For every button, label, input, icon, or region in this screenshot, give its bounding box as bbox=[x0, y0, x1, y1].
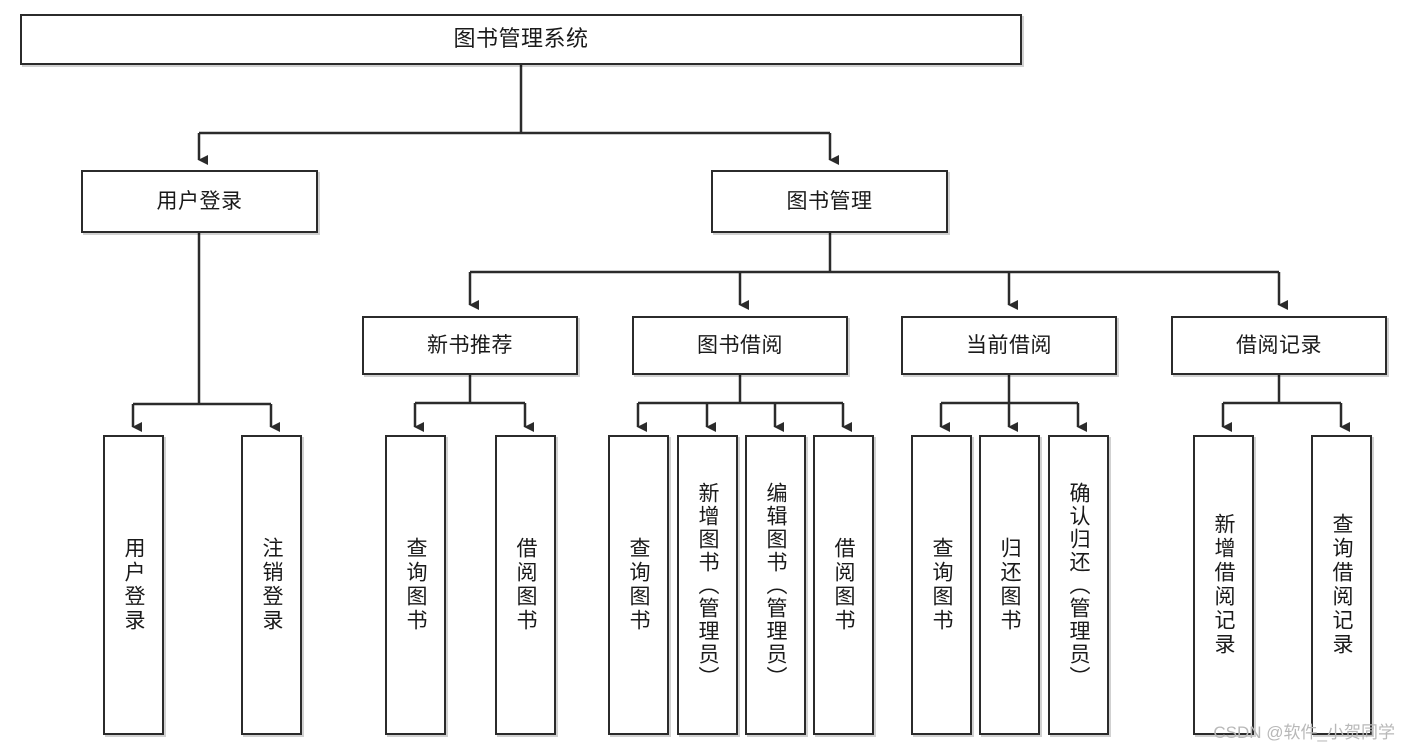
node-leaf-query-borrow-record-label: 查询借阅记录 bbox=[1330, 513, 1353, 657]
node-leaf-query-book-2-label: 查询图书 bbox=[627, 537, 650, 633]
node-leaf-query-book-3[interactable]: 查询图书 bbox=[911, 435, 972, 735]
node-leaf-user-login[interactable]: 用户登录 bbox=[103, 435, 164, 735]
node-leaf-confirm-return-admin-label: 确认归还（管理员） bbox=[1067, 481, 1090, 689]
node-leaf-query-book-2[interactable]: 查询图书 bbox=[608, 435, 669, 735]
node-leaf-add-book-admin-label: 新增图书（管理员） bbox=[696, 481, 719, 689]
node-leaf-edit-book-admin-label: 编辑图书（管理员） bbox=[764, 481, 787, 689]
node-new-book-recommend-label: 新书推荐 bbox=[427, 333, 513, 357]
node-current-borrow-label: 当前借阅 bbox=[966, 333, 1052, 357]
node-leaf-borrow-book-1-label: 借阅图书 bbox=[514, 537, 537, 633]
node-current-borrow[interactable]: 当前借阅 bbox=[901, 316, 1117, 375]
node-book-borrow[interactable]: 图书借阅 bbox=[632, 316, 848, 375]
node-leaf-add-borrow-record-label: 新增借阅记录 bbox=[1212, 513, 1235, 657]
node-root-label: 图书管理系统 bbox=[453, 26, 589, 52]
node-leaf-query-book-3-label: 查询图书 bbox=[930, 537, 953, 633]
node-leaf-return-book[interactable]: 归还图书 bbox=[979, 435, 1040, 735]
node-leaf-logout-login-label: 注销登录 bbox=[260, 537, 283, 633]
node-leaf-add-borrow-record[interactable]: 新增借阅记录 bbox=[1193, 435, 1254, 735]
node-book-manage[interactable]: 图书管理 bbox=[711, 170, 948, 233]
node-borrow-record[interactable]: 借阅记录 bbox=[1171, 316, 1387, 375]
node-borrow-record-label: 借阅记录 bbox=[1236, 333, 1322, 357]
node-book-borrow-label: 图书借阅 bbox=[697, 333, 783, 357]
node-leaf-add-book-admin[interactable]: 新增图书（管理员） bbox=[677, 435, 738, 735]
node-leaf-query-book-1-label: 查询图书 bbox=[404, 537, 427, 633]
node-user-login-label: 用户登录 bbox=[156, 189, 243, 213]
node-leaf-borrow-book-1[interactable]: 借阅图书 bbox=[495, 435, 556, 735]
node-root[interactable]: 图书管理系统 bbox=[20, 14, 1022, 65]
node-leaf-borrow-book-2-label: 借阅图书 bbox=[832, 537, 855, 633]
node-new-book-recommend[interactable]: 新书推荐 bbox=[362, 316, 578, 375]
node-leaf-borrow-book-2[interactable]: 借阅图书 bbox=[813, 435, 874, 735]
node-leaf-query-borrow-record[interactable]: 查询借阅记录 bbox=[1311, 435, 1372, 735]
watermark: CSDN @软件_小贺同学 bbox=[1213, 723, 1395, 742]
node-book-manage-label: 图书管理 bbox=[786, 189, 873, 213]
node-user-login[interactable]: 用户登录 bbox=[81, 170, 318, 233]
node-leaf-user-login-label: 用户登录 bbox=[122, 537, 145, 633]
node-leaf-logout-login[interactable]: 注销登录 bbox=[241, 435, 302, 735]
node-leaf-query-book-1[interactable]: 查询图书 bbox=[385, 435, 446, 735]
node-leaf-return-book-label: 归还图书 bbox=[998, 537, 1021, 633]
node-leaf-edit-book-admin[interactable]: 编辑图书（管理员） bbox=[745, 435, 806, 735]
node-leaf-confirm-return-admin[interactable]: 确认归还（管理员） bbox=[1048, 435, 1109, 735]
